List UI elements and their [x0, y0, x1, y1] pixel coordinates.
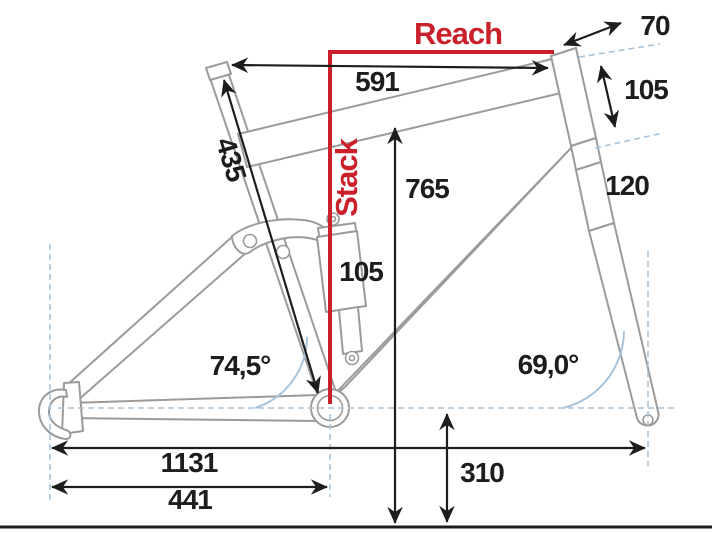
top-tube — [237, 58, 562, 168]
shock-value: 105 — [339, 256, 383, 287]
stack-label: Stack — [329, 137, 364, 216]
measurement-labels: Reach Stack 591 70 105 120 765 435 105 7… — [161, 10, 671, 515]
fork-lower-leg — [588, 222, 660, 427]
top-tube-value: 591 — [355, 66, 399, 97]
stem-value: 70 — [640, 10, 670, 41]
head-tube — [550, 47, 597, 147]
standover-value: 765 — [405, 173, 449, 204]
reach-stack-lines — [328, 50, 554, 404]
dim-top-tube-591 — [231, 57, 549, 76]
reach-label: Reach — [414, 16, 502, 51]
seatpost-cap — [205, 61, 232, 81]
dim-stem-70 — [563, 21, 622, 47]
dimension-arrows — [0, 21, 712, 529]
bb-height-value: 310 — [460, 457, 504, 488]
head-tube-value: 105 — [624, 74, 668, 105]
head-angle-value: 69,0° — [518, 349, 579, 380]
wheelbase-value: 1131 — [161, 447, 218, 478]
chainstay-value: 441 — [168, 484, 212, 515]
shock-shaft — [338, 306, 363, 355]
dim-head-tube-105 — [597, 65, 619, 128]
head-tube-top-guide — [578, 43, 661, 58]
rocker-pivot-front — [242, 233, 258, 249]
seat-angle-value: 74,5° — [210, 350, 271, 381]
head-angle-arc — [562, 330, 625, 409]
shock-lower-eyelet-bore — [348, 354, 356, 362]
fork-travel-value: 120 — [605, 170, 649, 201]
head-tube-bottom-guide — [594, 132, 664, 149]
rocker-pivot-rear — [275, 244, 291, 260]
frame-outline — [38, 47, 660, 441]
dim-seat-tube-435 — [221, 79, 321, 394]
